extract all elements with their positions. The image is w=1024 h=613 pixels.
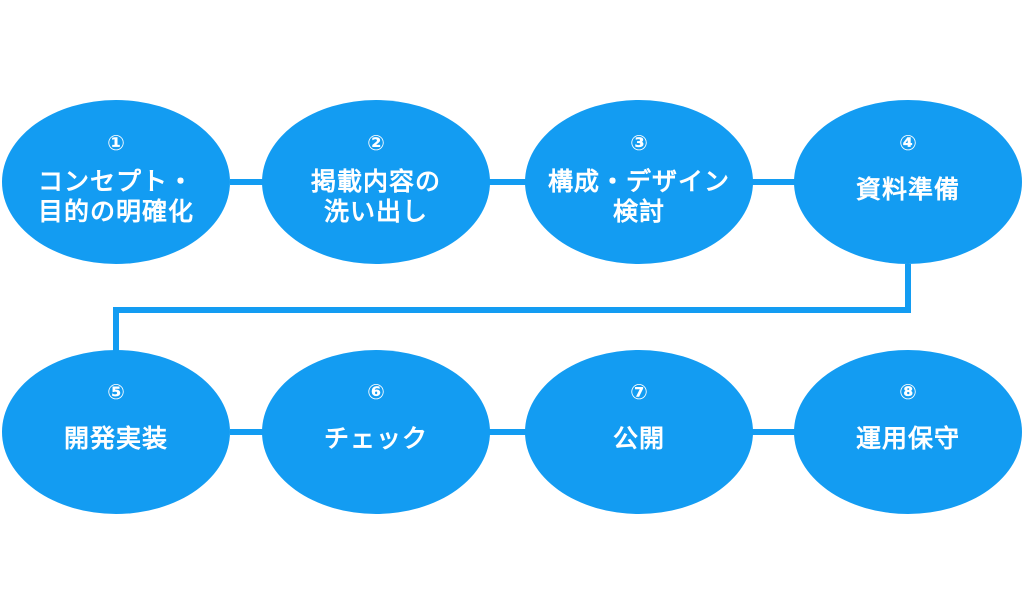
connector-4-5 (113, 264, 911, 360)
step-operation: ⑧ 運用保守 (794, 357, 1022, 521)
step-number: ② (367, 131, 385, 155)
step-number: ⑤ (107, 380, 125, 404)
step-4-ellipse (794, 100, 1022, 264)
connectors (113, 179, 911, 435)
step-label: コンセプト・ 目的の明確化 (37, 167, 194, 226)
step-label: 構成・デザイン 検討 (547, 167, 730, 226)
step-label: 掲載内容の 洗い出し (310, 167, 441, 226)
step-label: 開発実装 (63, 424, 168, 453)
step-label: チェック (323, 424, 428, 453)
step-number: ③ (630, 131, 648, 155)
step-5-ellipse (2, 350, 230, 514)
step-concept: ① コンセプト・ 目的の明確化 (2, 108, 230, 272)
step-6-ellipse (262, 350, 490, 514)
step-8-ellipse (794, 350, 1022, 514)
step-7-ellipse (525, 350, 753, 514)
step-number: ① (107, 131, 125, 155)
step-content-listing: ② 掲載内容の 洗い出し (262, 108, 490, 272)
step-2-ellipse (262, 100, 490, 264)
step-label: 資料準備 (855, 175, 960, 204)
step-publish: ⑦ 公開 (525, 357, 753, 521)
step-1-ellipse (2, 100, 230, 264)
nodes (2, 100, 1022, 514)
step-check: ⑥ チェック (262, 357, 490, 521)
step-number: ⑥ (367, 380, 385, 404)
step-structure-design: ③ 構成・デザイン 検討 (525, 108, 753, 272)
step-3-ellipse (525, 100, 753, 264)
step-number: ⑧ (899, 380, 917, 404)
step-number: ④ (899, 131, 917, 155)
step-development: ⑤ 開発実装 (2, 357, 230, 521)
step-label: 運用保守 (855, 424, 960, 453)
step-label: 公開 (612, 424, 665, 453)
step-materials: ④ 資料準備 (794, 108, 1022, 272)
step-number: ⑦ (630, 380, 648, 404)
